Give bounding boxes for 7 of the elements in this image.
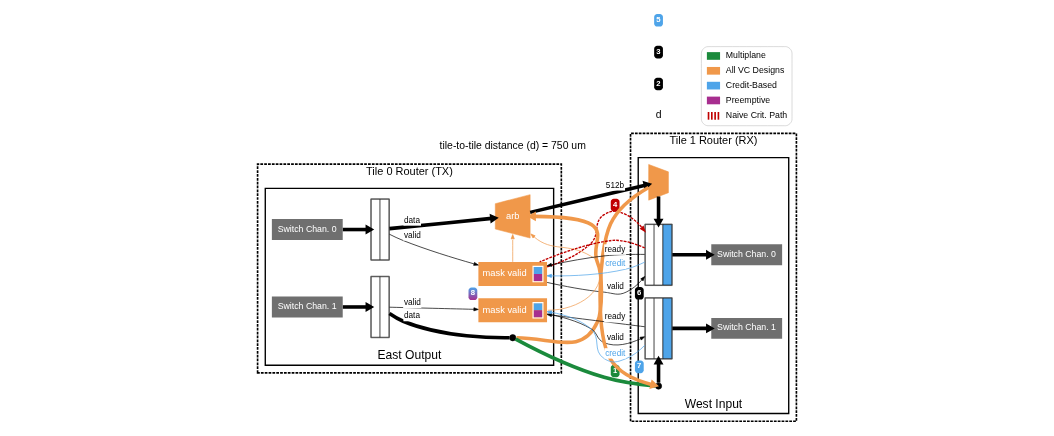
- legend-label: All VC Designs: [725, 64, 785, 75]
- label: d: [655, 109, 662, 121]
- legend-label: Multiplane: [725, 50, 766, 61]
- legend-label: Naive Crit. Path: [725, 109, 788, 120]
- legend-label: Credit-Based: [725, 79, 777, 90]
- legend-label: Preemptive: [725, 94, 771, 105]
- label: tile-to-tile distance (d) = 750 um: [439, 140, 586, 152]
